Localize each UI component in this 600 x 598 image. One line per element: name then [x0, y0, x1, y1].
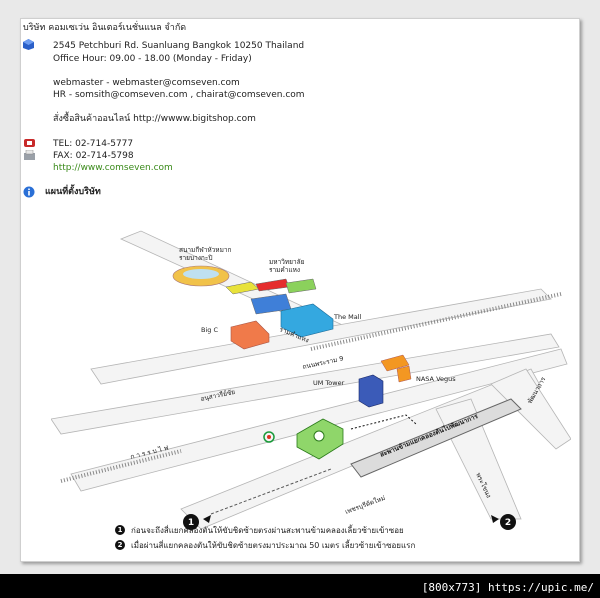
- phone-icon: [24, 139, 35, 147]
- company-name: บริษัท คอมเซเว่น อินเตอร์เนชั่นแนล จำกัด: [23, 23, 187, 33]
- target-marker: [263, 431, 275, 443]
- road-pattanakarn: [490, 368, 571, 450]
- nasa-building: [380, 354, 410, 372]
- um-tower-building: [358, 374, 384, 408]
- legend-text-1: ก่อนจะถึงสี่แยกคลองตันให้ขับชิดซ้ายตรงผ่…: [131, 526, 404, 535]
- arrow-left-icon: [491, 515, 499, 523]
- map-marker-2: [500, 514, 516, 530]
- image-host-watermark: [800x773] https://upic.me/: [421, 581, 594, 594]
- label-the-mall: The Mall: [333, 313, 362, 321]
- road-rama9: [90, 288, 552, 385]
- hr-email[interactable]: HR - somsith@comseven.com , chairat@coms…: [53, 90, 305, 100]
- label-university: มหาวิทยาลัยรามคำแหง: [269, 258, 305, 274]
- address: 2545 Petchburi Rd. Suanluang Bangkok 102…: [53, 41, 305, 51]
- online-shop-link[interactable]: สั่งซื้อสินค้าออนไลน์ http://wwww.bigits…: [53, 114, 256, 124]
- label-nasa: NASA Vegus: [416, 375, 456, 383]
- label-road-rama9: ถนนพระราม 9: [302, 354, 344, 370]
- map-marker-1-label: 1: [188, 518, 194, 528]
- location-map: 1 2 สนามกีฬาหัวหมากรายบางกะปิ มหาวิทยาลั…: [51, 230, 571, 530]
- webmaster-email[interactable]: webmaster - webmaster@comseven.com: [53, 78, 240, 88]
- big-c-building: [230, 320, 270, 350]
- label-road-phetchaburi: เพชรบุรีตัดใหม่: [344, 494, 386, 516]
- univ-green: [285, 278, 317, 294]
- legend-marker-2: 2: [115, 540, 125, 550]
- label-stadium: สนามกีฬาหัวหมากรายบางกะปิ: [179, 246, 232, 262]
- browser-frame: บริษัท คอมเซเว่น อินเตอร์เนชั่นแนล จำกัด…: [0, 0, 600, 574]
- fax: FAX: 02-714-5798: [53, 151, 134, 161]
- route-path: [350, 414, 417, 430]
- fax-icon: [24, 150, 35, 160]
- the-mall-building: [280, 303, 334, 338]
- legend-marker-1: 1: [115, 525, 125, 535]
- legend-text-2: เมื่อผ่านสี่แยกคลองตันให้ขับชิดซ้ายตรงมา…: [131, 541, 416, 550]
- tel: TEL: 02-714-5777: [53, 139, 134, 149]
- univ-red: [255, 278, 290, 292]
- location-icon: [23, 39, 34, 50]
- label-um-tower: UM Tower: [313, 379, 345, 387]
- overpass: [350, 398, 522, 478]
- map-marker-1: [183, 514, 199, 530]
- arrow-right-icon: [203, 515, 211, 523]
- website-link[interactable]: http://www.comseven.com: [53, 163, 173, 173]
- map-marker-2-label: 2: [505, 518, 511, 528]
- office-hours: Office Hour: 09.00 - 18.00 (Monday - Fri…: [53, 54, 252, 64]
- map-title: แผนที่ตั้งบริษัท: [45, 187, 101, 197]
- info-icon: [23, 186, 35, 198]
- road-kanchana: [70, 348, 568, 492]
- company-info-page: บริษัท คอมเซเว่น อินเตอร์เนชั่นแนล จำกัด…: [20, 18, 580, 562]
- label-big-c: Big C: [201, 326, 218, 334]
